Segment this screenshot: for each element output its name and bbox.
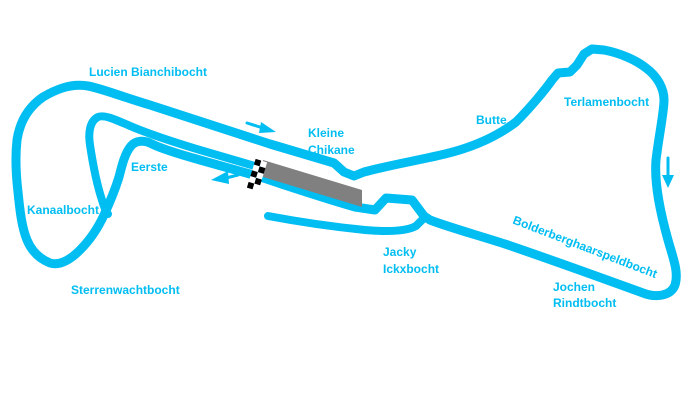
label-kleine-chicane-line1: Kleine <box>308 126 345 140</box>
label-jochen-rindtbocht-line1: Jochen <box>553 280 596 294</box>
label-kanaalbocht: Kanaalbocht <box>27 203 100 217</box>
start-finish-flag <box>246 158 268 192</box>
label-terlamenbocht: Terlamenbocht <box>564 95 650 109</box>
label-jacky-ickxbocht-line1: Jacky <box>383 245 417 259</box>
label-jochen-rindtbocht-line2: Rindtbocht <box>553 296 617 310</box>
label-jacky-ickxbocht-line2: Ickxbocht <box>383 262 440 276</box>
label-kleine-chicane-line2: Chikane <box>308 143 355 157</box>
direction-arrow-right-side <box>662 156 674 188</box>
label-butte: Butte <box>476 113 507 127</box>
pit-lane-west <box>85 112 269 218</box>
label-lucien-bianchibocht: Lucien Bianchibocht <box>89 65 208 79</box>
pit-building <box>263 160 362 207</box>
direction-arrow-top <box>245 121 276 133</box>
label-eerste: Eerste <box>131 160 168 174</box>
label-sterrenwachtbocht: Sterrenwachtbocht <box>71 283 180 297</box>
pit-lane-east <box>264 212 428 235</box>
track-outline <box>11 44 681 301</box>
direction-arrow-start-finish <box>211 171 240 184</box>
